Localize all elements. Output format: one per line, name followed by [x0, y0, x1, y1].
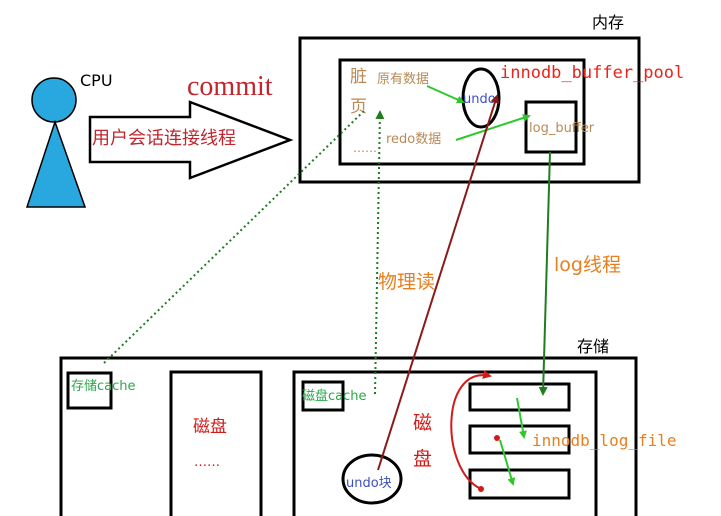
- storage-cache-dotted-line: [103, 109, 366, 364]
- original-to-undo-arrow: [426, 85, 465, 104]
- buffer-pool-box: [338, 58, 586, 166]
- dirty-page-label-2: 页: [350, 97, 367, 117]
- log-file-dot-2: [494, 435, 500, 441]
- undo-block-ellipse: [341, 453, 403, 505]
- disk-right-label-1: 磁: [413, 412, 432, 434]
- log-thread-label: log线程: [554, 254, 621, 276]
- log-buffer-box: [524, 100, 578, 154]
- log-thread-arrow: [538, 151, 551, 396]
- log-file-box-3: [468, 468, 571, 500]
- undo-block-label: undo块: [346, 476, 392, 491]
- log-file-box-1: [468, 382, 571, 412]
- storage-cache-box: [66, 371, 113, 410]
- undo-label: undo: [463, 92, 496, 107]
- physical-read-label: 物理读: [378, 271, 435, 293]
- log-buffer-label: log_buffer: [529, 121, 595, 136]
- storage-box: [59, 356, 638, 516]
- storage-cache-label: 存储cache: [71, 379, 136, 394]
- disk-right-box: [292, 370, 598, 516]
- log-file-wrap-arrow: [450, 370, 492, 490]
- redo-data-label: redo数据: [386, 132, 441, 147]
- disk-right-label-2: 盘: [413, 448, 432, 470]
- cpu-label: CPU: [80, 71, 113, 90]
- disk-cache-box: [301, 380, 345, 412]
- cpu-head: [31, 77, 77, 123]
- disk-cache-label: 磁盘cache: [302, 388, 367, 404]
- memory-ellipsis: ……: [353, 141, 377, 155]
- log-file-arrow-1: [516, 397, 527, 439]
- user-session-label: 用户会话连接线程: [92, 128, 236, 149]
- redo-to-log-buffer-arrow: [455, 114, 531, 141]
- disk-left-dots: ……: [194, 455, 220, 470]
- undo-block-to-undo-arrow: [377, 94, 500, 471]
- disk-left-label: 磁盘: [193, 417, 227, 437]
- cpu-body: [25, 119, 87, 208]
- storage-label: 存储: [577, 337, 609, 356]
- dirty-page-label-1: 脏: [350, 67, 367, 87]
- log-file-box-2: [468, 424, 571, 455]
- memory-label: 内存: [592, 13, 624, 32]
- log-file-arrow-2: [499, 439, 516, 486]
- original-data-label: 原有数据: [377, 72, 429, 87]
- buffer-pool-label: innodb_buffer_pool: [500, 63, 684, 83]
- disk-left-box: [169, 370, 263, 516]
- physical-read-dotted-arrow: [374, 110, 385, 395]
- commit-label: commit: [187, 71, 273, 102]
- session-arrow: [88, 100, 294, 180]
- log-file-label: innodb_log_file: [532, 431, 677, 450]
